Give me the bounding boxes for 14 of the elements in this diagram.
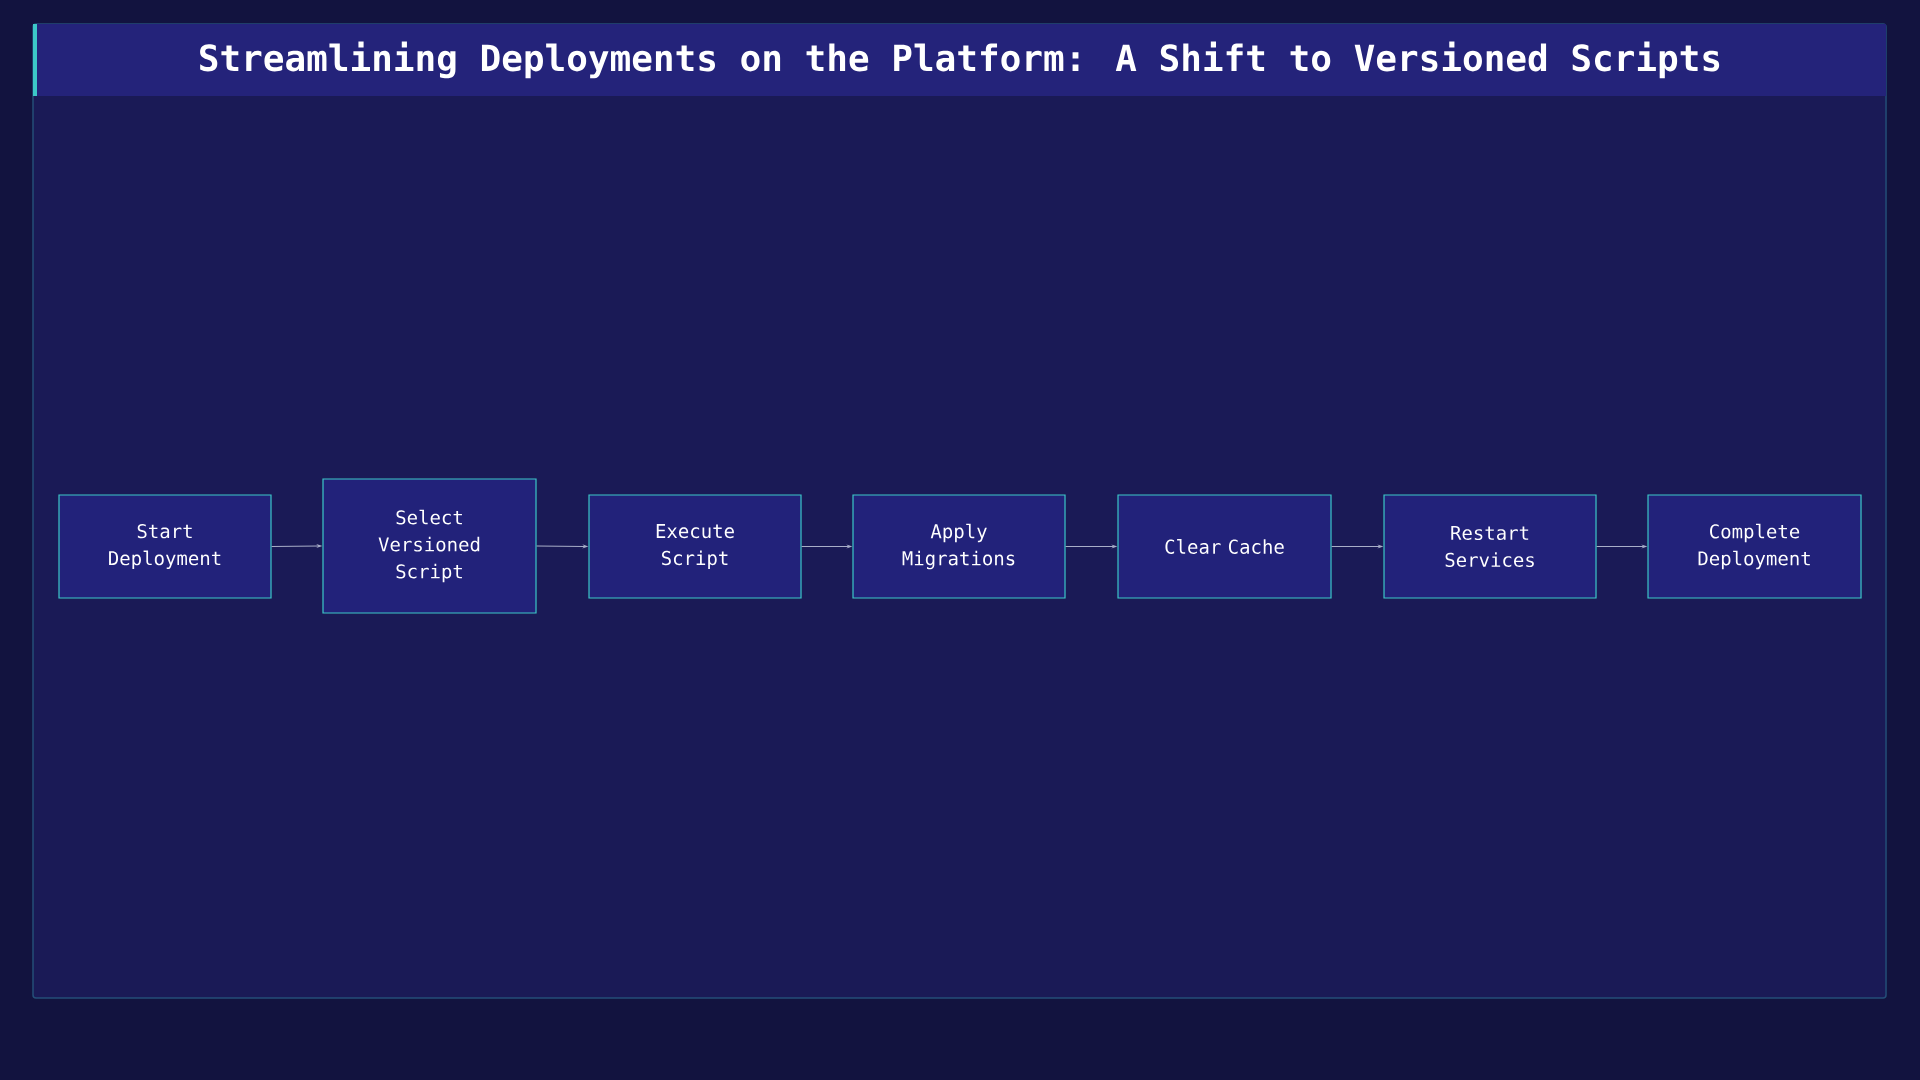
arrow (1596, 545, 1647, 548)
arrow (801, 545, 852, 548)
process-box: Complete Deployment (1647, 494, 1862, 599)
process-box: Restart Services (1383, 494, 1597, 599)
process-box: Apply Migrations (852, 494, 1066, 599)
arrow (1065, 545, 1117, 548)
process-box: Clear Cache (1117, 494, 1332, 599)
process-box: Select Versioned Script (322, 478, 537, 614)
process-box: Execute Script (588, 494, 802, 599)
arrow (536, 545, 588, 548)
arrow (1331, 545, 1383, 548)
title-bar: Streamlining Deployments on the Platform: A Shift to Versioned Scripts (33, 24, 1886, 96)
arrow (271, 544, 322, 548)
process-box: Start Deployment (58, 494, 272, 599)
